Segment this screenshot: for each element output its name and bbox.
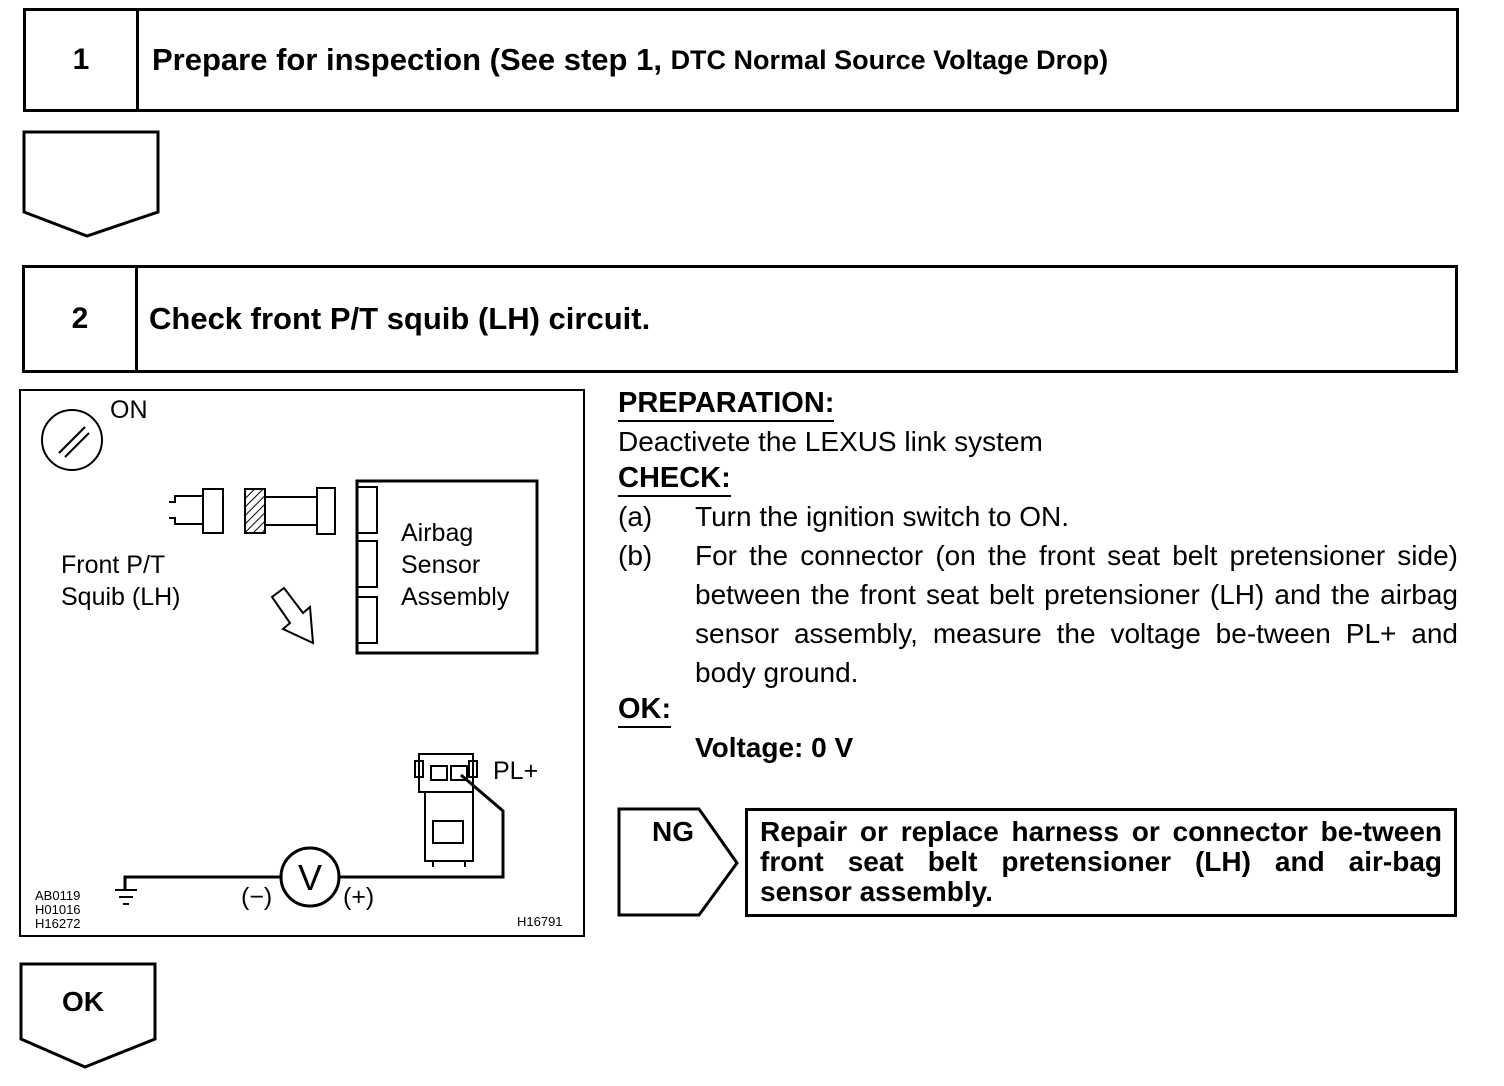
sensor-label-line2: Sensor [401, 551, 481, 579]
step-2-title: Check front P/T squib (LH) circuit. [149, 301, 651, 336]
preparation-text: Deactivete the LEXUS link system [618, 426, 1043, 457]
check-item: (b) For the connector (on the front seat… [618, 536, 1458, 692]
terminal-pl-plus-label: PL+ [493, 757, 539, 785]
sensor-label-line3: Assembly [401, 583, 510, 611]
check-item-marker: (b) [618, 540, 653, 571]
ok-value: Voltage: 0 V [695, 732, 854, 763]
check-item-text: For the connector (on the front seat bel… [695, 540, 1458, 688]
instructions: PREPARATION: Deactivete the LEXUS link s… [618, 386, 1458, 767]
minus-lead-label: (−) [241, 883, 273, 911]
ground-icon [115, 889, 137, 905]
voltmeter-symbol: V [298, 857, 322, 898]
check-item-marker: (a) [618, 501, 653, 532]
step-1-title: Prepare for inspection (See step 1, DTC … [152, 11, 1108, 109]
step-2-header: 2 Check front P/T squib (LH) circuit. [22, 265, 1458, 373]
squib-connector-icon [169, 487, 336, 535]
ref-code: H01016 [35, 902, 81, 917]
check-item: (a) Turn the ignition switch to ON. [618, 497, 1458, 536]
ref-code: H16272 [35, 916, 81, 931]
ng-label: NG [652, 816, 694, 847]
step-1-number: 1 [26, 11, 139, 109]
continue-arrow-icon [22, 130, 160, 238]
ok-heading: OK: [618, 692, 672, 728]
ignition-switch-icon [41, 409, 103, 471]
plus-lead-label: (+) [343, 883, 375, 911]
test-leads [123, 773, 505, 889]
connector-terminal-icon [414, 753, 478, 867]
figure-code: H16791 [517, 914, 563, 929]
ok-arrow-icon [19, 962, 157, 1069]
check-heading: CHECK: [618, 461, 731, 497]
squib-label-line1: Front P/T [61, 551, 166, 579]
ignition-on-label: ON [110, 396, 148, 424]
direction-arrow-icon [270, 586, 315, 645]
sensor-label-line1: Airbag [401, 519, 474, 547]
step-1-title-ref: DTC Normal Source Voltage Drop) [670, 44, 1109, 75]
check-item-text: Turn the ignition switch to ON. [695, 501, 1070, 532]
ng-action-box: Repair or replace harness or connector b… [745, 808, 1457, 917]
voltmeter-icon: V [279, 846, 341, 908]
step-1-title-main: Prepare for inspection (See step 1, [152, 42, 671, 77]
ok-arrow-label: OK [62, 986, 104, 1017]
ref-code: AB0119 [35, 888, 81, 903]
airbag-sensor-assembly-icon [355, 479, 539, 655]
circuit-diagram: V ON Front P/T Squib (LH) Airbag Sensor … [19, 389, 585, 937]
preparation-heading: PREPARATION: [618, 386, 835, 422]
step-2-number: 2 [25, 268, 138, 370]
step-1-header: 1 Prepare for inspection (See step 1, DT… [23, 8, 1459, 112]
squib-label-line2: Squib (LH) [61, 583, 181, 611]
ng-arrow-icon [617, 807, 739, 917]
